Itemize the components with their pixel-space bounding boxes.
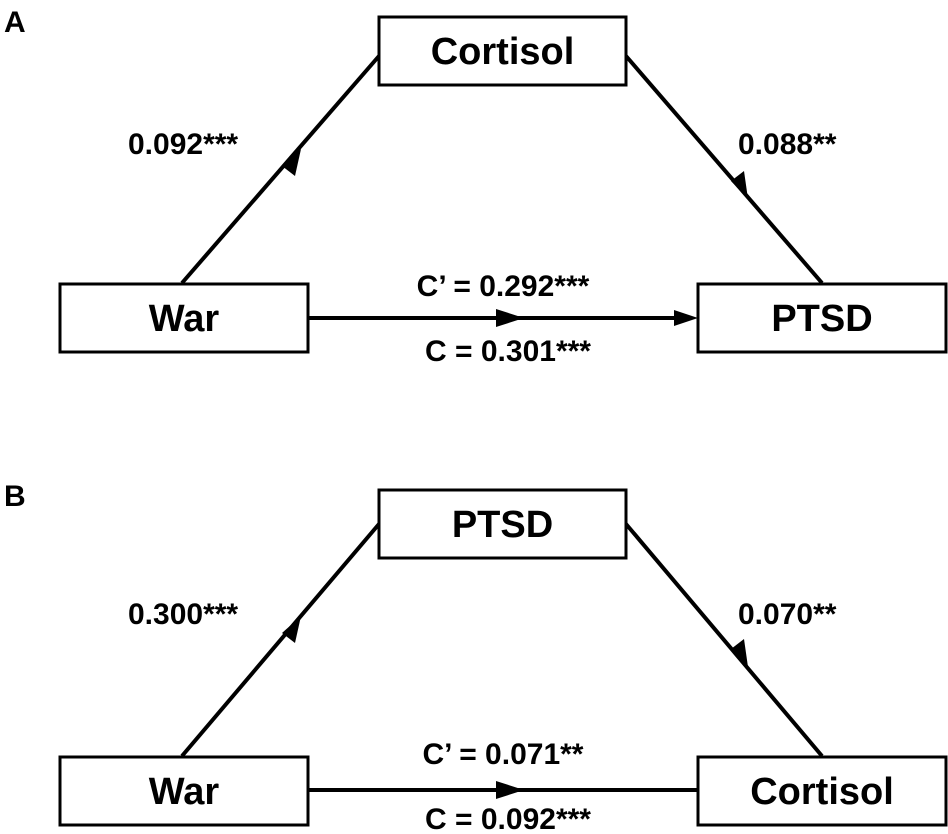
panel-b-coef-a: 0.300*** [128,598,238,631]
panel-b-node-right [696,755,948,827]
panel-a-letter: A [4,6,26,39]
panel-b-arrowhead-a [282,616,301,643]
panel-b: B PTSD War Cortisol 0.300*** 0.070** C’ … [4,480,948,834]
panel-a-node-left [58,282,310,354]
panel-b-node-top [377,488,628,560]
panel-b-coef-direct: C’ = 0.071** [423,738,584,771]
panel-a-arrowhead-end [674,310,698,326]
panel-b-coef-total: C = 0.092*** [425,803,591,834]
panel-a-node-top [377,15,628,87]
panel-b-edge-mediator-to-outcome [624,522,824,758]
panel-b-edge-war-to-mediator [180,522,381,758]
panel-b-letter: B [4,480,26,513]
panel-a-node-left-label: War [149,298,220,340]
panel-a-node-right-label: PTSD [771,298,872,340]
panel-a: A Cortisol War PTSD 0.092*** 0.088** C’ … [4,6,948,368]
panel-b-node-left-label: War [149,771,220,813]
panel-a-edge-mediator-to-outcome [624,54,824,285]
panel-a-coef-b: 0.088** [738,128,837,161]
panel-b-node-left [58,755,310,827]
panel-b-coef-b: 0.070** [738,598,837,631]
panel-a-node-right [696,282,948,354]
panel-a-arrowhead-b [731,171,748,199]
panel-a-arrowhead-mid [496,309,524,327]
panel-a-coef-total: C = 0.301*** [425,335,591,368]
panel-b-arrowhead-mid [496,781,524,799]
panel-b-arrowhead-b [731,639,748,667]
panel-a-coef-direct: C’ = 0.292*** [417,270,590,303]
panel-a-node-top-label: Cortisol [431,31,575,73]
panel-b-node-top-label: PTSD [452,504,553,546]
panel-a-coef-a: 0.092*** [128,128,238,161]
panel-b-node-right-label: Cortisol [750,771,894,813]
panel-a-edge-war-to-mediator [180,54,381,285]
panel-a-arrowhead-a [282,149,301,176]
